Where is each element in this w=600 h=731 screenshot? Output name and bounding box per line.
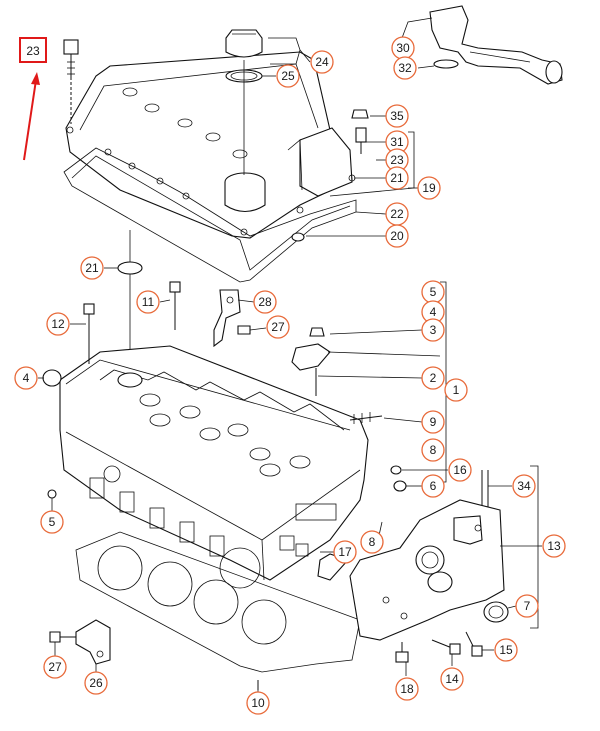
callout-label: 18 xyxy=(400,682,414,696)
callout-8-right: 8 xyxy=(421,438,445,462)
callout-label: 31 xyxy=(390,135,404,149)
callout-31: 31 xyxy=(385,130,409,154)
callout-label: 8 xyxy=(369,535,376,549)
callout-label: 15 xyxy=(499,643,513,657)
highlight-marker xyxy=(19,37,47,161)
callout-label: 19 xyxy=(422,181,436,195)
callout-16: 16 xyxy=(448,458,472,482)
callout-label: 30 xyxy=(396,41,410,55)
mount-bracket xyxy=(49,619,111,665)
callout-1: 1 xyxy=(444,378,468,402)
callout-21-left: 21 xyxy=(80,256,104,280)
callout-label: 27 xyxy=(271,320,285,334)
callout-label: 14 xyxy=(445,672,459,686)
head-bolts xyxy=(83,281,181,364)
callout-label: 16 xyxy=(453,463,467,477)
callout-2: 2 xyxy=(421,366,445,390)
callout-label: 22 xyxy=(390,207,404,221)
callout-5-lower: 5 xyxy=(40,510,64,534)
callout-17: 17 xyxy=(333,540,357,564)
callout-28: 28 xyxy=(253,290,277,314)
callout-label: 25 xyxy=(281,69,295,83)
callout-4-left: 4 xyxy=(14,366,38,390)
cylinder-head xyxy=(59,345,369,581)
callout-label: 4 xyxy=(23,371,30,385)
callout-23-top: 23 xyxy=(26,44,40,58)
callout-label: 21 xyxy=(85,261,99,275)
callout-label: 23 xyxy=(390,153,404,167)
callout-label: 21 xyxy=(390,171,404,185)
callout-label: 23 xyxy=(26,44,40,58)
callout-32: 32 xyxy=(393,56,417,80)
callout-label: 10 xyxy=(251,696,265,710)
callout-25: 25 xyxy=(276,64,300,88)
callout-label: 2 xyxy=(430,371,437,385)
callout-3: 3 xyxy=(421,318,445,342)
callout-6: 6 xyxy=(421,474,445,498)
callout-4-right: 4 xyxy=(421,300,445,324)
callout-label: 24 xyxy=(315,55,329,69)
callout-label: 13 xyxy=(547,539,561,553)
callout-11: 11 xyxy=(136,290,160,314)
callout-26: 26 xyxy=(84,671,108,695)
callout-5-upper: 5 xyxy=(421,280,445,304)
callout-7: 7 xyxy=(515,594,539,618)
callout-15: 15 xyxy=(494,638,518,662)
callout-19: 19 xyxy=(417,176,441,200)
callout-label: 32 xyxy=(398,61,412,75)
callout-label: 20 xyxy=(390,229,404,243)
callout-13: 13 xyxy=(542,534,566,558)
callout-35: 35 xyxy=(385,104,409,128)
leader-lines xyxy=(38,17,542,692)
callout-20: 20 xyxy=(385,224,409,248)
callout-8-lower: 8 xyxy=(360,530,384,554)
small-parts-right xyxy=(47,327,407,499)
callout-label: 34 xyxy=(517,479,531,493)
callout-label: 1 xyxy=(453,383,460,397)
timing-housing xyxy=(317,499,509,641)
bracket xyxy=(213,289,251,348)
breather-hose xyxy=(429,5,563,85)
callout-21-right: 21 xyxy=(385,166,409,190)
callout-label: 26 xyxy=(89,676,103,690)
callouts: 23 24 25 30 32 35 31 23 21 19 22 20 21 2… xyxy=(14,36,566,715)
callout-label: 12 xyxy=(51,317,65,331)
callout-27-lower: 27 xyxy=(43,655,67,679)
plug xyxy=(42,369,62,387)
callout-27-upper: 27 xyxy=(266,315,290,339)
callout-18: 18 xyxy=(395,677,419,701)
callout-label: 28 xyxy=(258,295,272,309)
callout-12: 12 xyxy=(46,312,70,336)
callout-14: 14 xyxy=(440,667,464,691)
callout-label: 27 xyxy=(48,660,62,674)
callout-30: 30 xyxy=(391,36,415,60)
callout-10: 10 xyxy=(246,691,270,715)
seal-ring xyxy=(117,261,143,275)
cover-bolts xyxy=(63,39,369,154)
housing-bolts xyxy=(257,631,483,690)
callout-label: 5 xyxy=(430,285,437,299)
callout-24: 24 xyxy=(310,50,334,74)
head-gasket xyxy=(75,531,361,673)
callout-34: 34 xyxy=(512,474,536,498)
callout-label: 8 xyxy=(430,443,437,457)
valve-cover xyxy=(65,51,356,239)
valve-cover-gasket xyxy=(63,147,357,283)
callout-9: 9 xyxy=(421,410,445,434)
callout-label: 9 xyxy=(430,415,437,429)
callout-label: 7 xyxy=(524,599,531,613)
callout-label: 35 xyxy=(390,109,404,123)
callout-label: 3 xyxy=(430,323,437,337)
callout-label: 17 xyxy=(338,545,352,559)
callout-label: 11 xyxy=(142,295,155,309)
callout-22: 22 xyxy=(385,202,409,226)
callout-label: 4 xyxy=(430,305,437,319)
callout-label: 5 xyxy=(49,515,56,529)
callout-23-right: 23 xyxy=(385,148,409,172)
callout-label: 6 xyxy=(430,479,437,493)
